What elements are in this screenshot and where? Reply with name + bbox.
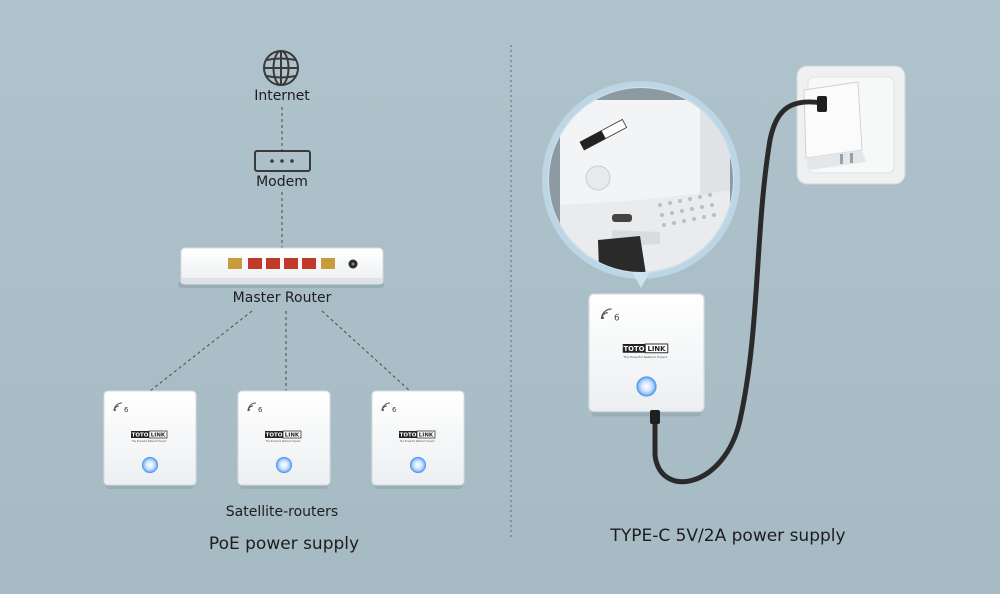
master-router-device — [178, 247, 384, 288]
typec-caption: TYPE-C 5V/2A power supply — [610, 526, 846, 546]
brand-right-text: LINK — [648, 345, 667, 353]
master-router-label: Master Router — [232, 290, 332, 306]
satellite-routers-label: Satellite-routers — [225, 504, 339, 520]
led-button — [637, 377, 656, 396]
brand-tagline: The Powerful Network Expert — [622, 355, 667, 359]
wifi6-badge: 6 — [258, 406, 263, 414]
wifi6-badge: 6 — [124, 406, 129, 414]
wifi6-icon: 6 — [247, 402, 263, 414]
brand-left-text: TOTO — [400, 433, 417, 439]
led-button — [142, 457, 158, 473]
brand-tagline: The Powerful Network Expert — [266, 440, 301, 443]
brand-right-text: LINK — [285, 433, 300, 439]
brand-right-text: LINK — [419, 433, 434, 439]
brand-left-text: TOTO — [132, 433, 149, 439]
wifi6-icon: 6 — [381, 402, 397, 414]
wifi6-badge: 6 — [614, 313, 620, 323]
totolink-logo: TOTO LINK The Powerful Network Expert — [622, 343, 669, 359]
wifi6-badge: 6 — [392, 406, 397, 414]
poe-caption: PoE power supply — [208, 534, 360, 554]
zoom-inset — [542, 81, 740, 288]
link-router-sat3 — [321, 310, 411, 392]
led-button — [410, 457, 426, 473]
modem-icon — [254, 150, 311, 172]
brand-right-text: LINK — [151, 433, 166, 439]
brand-left-text: TOTO — [623, 345, 644, 353]
brand-left-text: TOTO — [266, 433, 283, 439]
brand-tagline: The Powerful Network Expert — [400, 440, 435, 443]
power-adapter — [803, 81, 866, 170]
internet-label: Internet — [254, 88, 310, 104]
led-button — [276, 457, 292, 473]
wifi6-icon: 6 — [113, 402, 129, 414]
globe-icon — [263, 50, 299, 86]
wifi6-icon: 6 — [600, 308, 620, 323]
brand-tagline: The Powerful Network Expert — [132, 440, 167, 443]
usb-c-cable — [652, 99, 825, 485]
link-router-sat1 — [149, 310, 253, 392]
modem-label: Modem — [256, 174, 308, 190]
